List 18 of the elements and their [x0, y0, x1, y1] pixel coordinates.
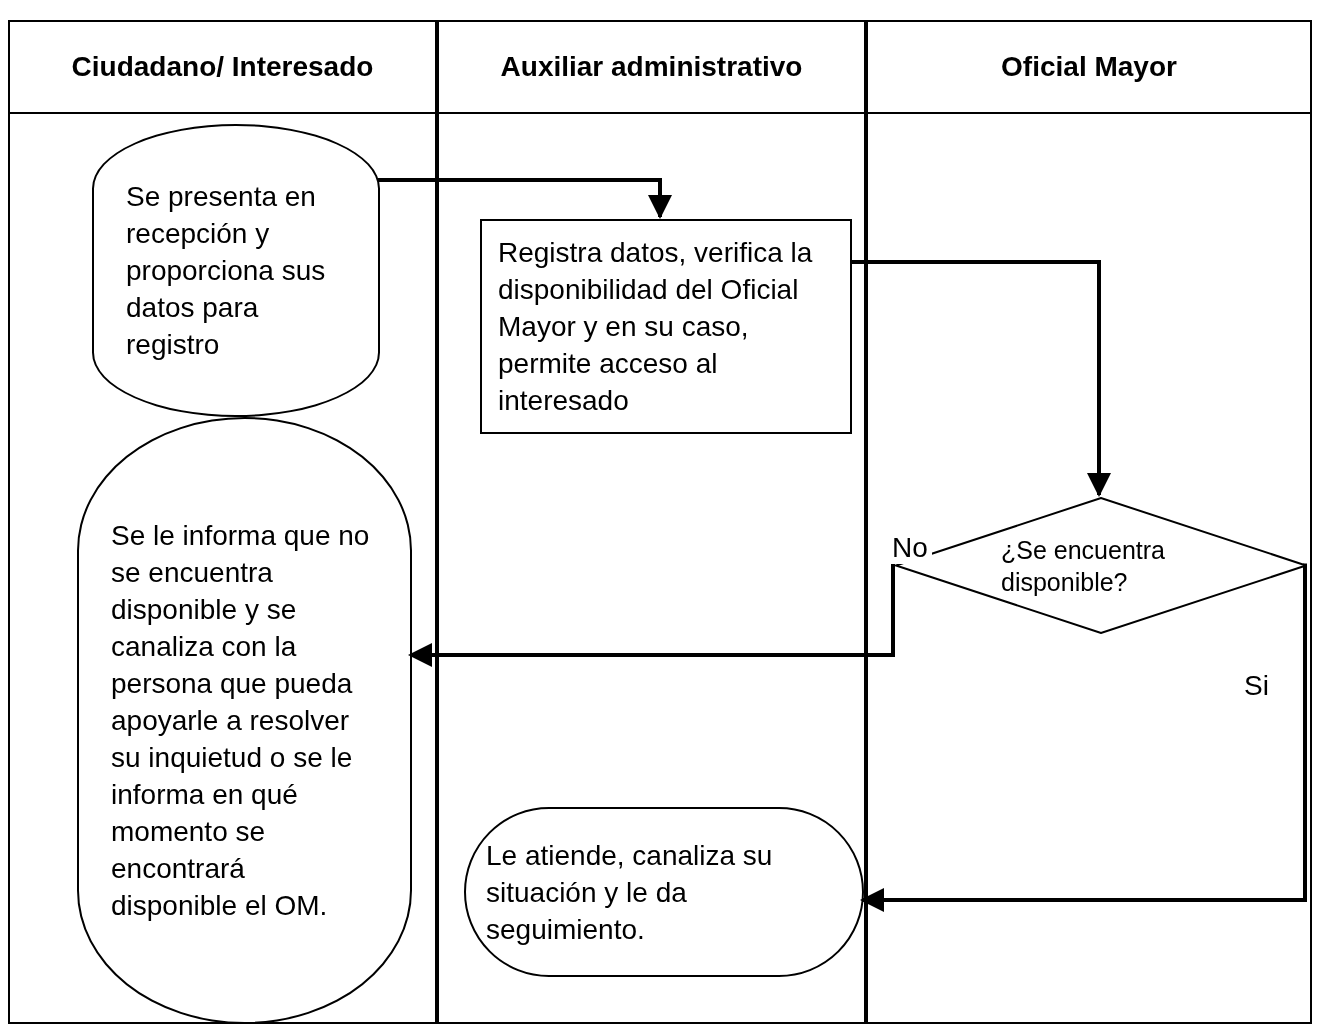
swimlane	[437, 20, 866, 1024]
lane-title: Oficial Mayor	[1001, 50, 1177, 84]
step-text: ¿Se encuentra disponible?	[1001, 535, 1165, 596]
rounded-process-box	[77, 417, 412, 1024]
rounded-process-box	[464, 807, 864, 977]
step-text: Se le informa que no se encuentra disponible y se canaliza con la persona que pueda apoyarle a resolver su inquietud o se le informa en qué momento se encontrará disponible el OM.	[111, 519, 371, 923]
lane-title: Ciudadano/ Interesado	[71, 50, 374, 84]
lane-title: Auxiliar administrativo	[500, 50, 803, 84]
step-text: Le atiende, canaliza su situación y le da seguimiento.	[486, 838, 774, 947]
flow-arrow	[860, 563, 1307, 912]
flow-arrow	[408, 563, 895, 667]
process-box	[480, 219, 852, 434]
step-text: Registra datos, verifica la disponibilidad del Oficial Mayor y en su caso, permite acceso al interesado	[498, 236, 814, 418]
flow-arrow	[850, 260, 1111, 497]
swimlane	[866, 20, 1312, 1024]
flow-arrow	[378, 178, 672, 219]
step-text: Se presenta en recepción y proporciona sus datos para registro	[126, 180, 327, 362]
swimlane	[8, 20, 437, 1024]
